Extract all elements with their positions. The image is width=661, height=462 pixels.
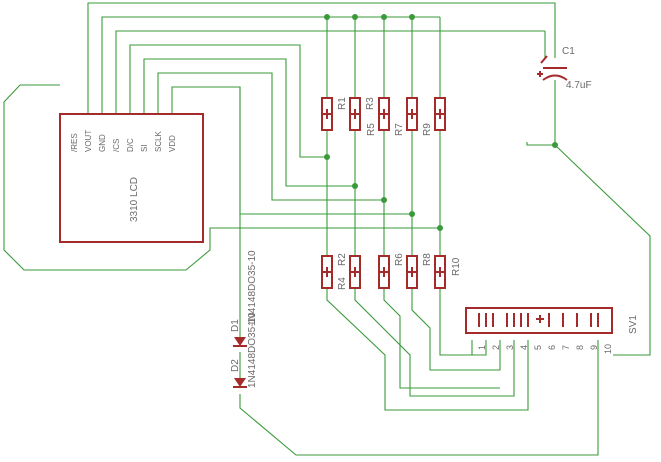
connector-pin-label: 3 [505,345,515,350]
connector-pin-label: 9 [589,345,599,350]
resistor-r6: R6 [378,253,405,289]
lcd-name: 3310 LCD [129,177,140,222]
resistors-bottom: R4 R2 R6 R8 R10 [321,253,462,290]
junction-dot [409,14,415,20]
diode-name: D2 [230,359,241,372]
resistor-label: R5 [366,123,377,136]
connector-pin-label: 8 [575,345,585,350]
resistor-r7: R7 [394,97,418,136]
connector-sv1: SV1 1 2 3 4 5 6 7 8 9 10 [465,307,639,354]
resistor-r4: R4 [321,255,348,290]
lcd-pin-label: D/C [126,138,135,152]
junctions [324,14,558,231]
capacitor-name: C1 [562,46,575,57]
resistor-r1: R1 [321,97,348,131]
lcd-module: /RES VOUT GND /CS D/C SI SCLK VDD 3310 L… [59,113,204,243]
junction-dot [437,225,443,231]
connector-pin-label: 7 [561,345,571,350]
wires [3,2,651,456]
connector-pin-label: 4 [519,345,529,350]
capacitor-value: 4.7uF [566,80,592,91]
junction-dot [381,14,387,20]
capacitor-c1: C1 4.7uF [537,46,592,91]
resistor-r3: R3 [349,97,376,131]
junction-dot [381,197,387,203]
lcd-pin-label: VOUT [84,130,93,152]
resistor-r5: R5 [366,97,390,136]
lcd-pin-label: SCLK [154,130,163,152]
lcd-pin-label: SI [140,144,149,152]
lcd-pin-label: /RES [70,133,79,152]
lcd-pin-label: /CS [112,139,121,152]
resistor-r8: R8 [406,253,433,289]
connector-pin-label: 5 [533,345,543,350]
junction-dot [409,211,415,217]
resistor-label: R1 [337,97,348,110]
junction-dot [324,154,330,160]
resistor-r9: R9 [422,97,446,136]
resistor-label: R4 [337,277,348,290]
resistor-label: R3 [365,97,376,110]
diode-part: 1N4148DO35-10 [247,250,258,326]
lcd-pin-label: VDD [168,135,177,152]
connector-pin-label: 10 [603,344,613,354]
junction-dot [552,142,558,148]
resistor-r2: R2 [337,253,361,289]
connector-name: SV1 [628,315,639,334]
connector-pin-label: 6 [547,345,557,350]
lcd-pin-label: GND [98,134,107,152]
resistor-label: R10 [451,257,462,276]
resistor-label: R9 [422,123,433,136]
connector-pin-label: 1 [477,345,487,350]
junction-dot [352,14,358,20]
junction-dot [352,183,358,189]
resistors-top: R1 R3 R5 R7 R9 [321,97,446,136]
diode-d2: D2 1N4148DO35-10 [230,312,258,388]
resistor-label: R8 [422,253,433,266]
resistor-label: R6 [394,253,405,266]
connector-pin-label: 2 [491,345,501,350]
resistor-r10: R10 [434,255,462,289]
resistor-label: R7 [394,123,405,136]
resistor-label: R2 [337,253,348,266]
diode-name: D1 [230,319,241,332]
junction-dot [324,14,330,20]
diode-part: 1N4148DO35-10 [247,312,258,388]
diode-d1: D1 1N4148DO35-10 [230,250,258,347]
